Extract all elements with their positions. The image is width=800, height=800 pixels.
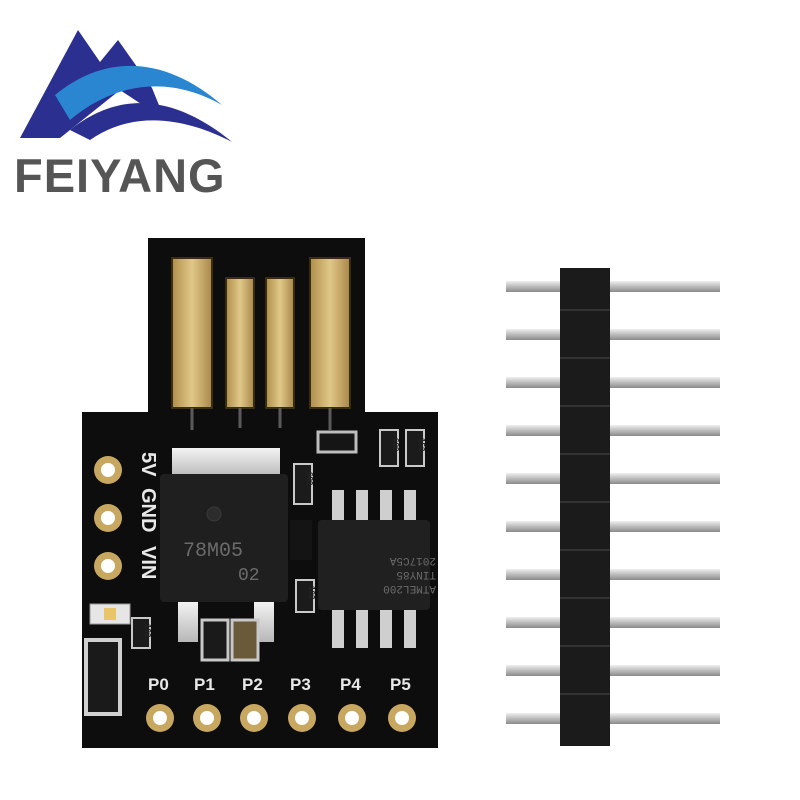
- digispark-board: 5V GND VIN 78M05 02 680 152 680 102: [82, 238, 438, 748]
- resistor-marking: 680: [391, 438, 400, 452]
- mcu-chip: ATMEL200 TINY85 2017C5A: [318, 490, 436, 648]
- usb-contact: [265, 277, 295, 409]
- pin-header: [506, 268, 720, 746]
- mcu-marking: ATMEL200: [383, 582, 436, 594]
- header-pin: [506, 713, 720, 724]
- brand-name: FEIYANG: [14, 149, 226, 202]
- regulator-tab: [172, 448, 280, 478]
- label-p1: P1: [194, 675, 215, 694]
- usb-contacts: [171, 257, 351, 430]
- resistor: [131, 617, 151, 649]
- header-pin: [506, 665, 720, 676]
- label-p3: P3: [290, 675, 311, 694]
- header-seams: [560, 309, 610, 695]
- usb-contact: [225, 277, 255, 409]
- resistor: [293, 463, 313, 505]
- label-vin: VIN: [137, 546, 159, 579]
- label-p4: P4: [340, 675, 361, 694]
- label-p0: P0: [148, 675, 169, 694]
- mcu-legs-top: [332, 490, 416, 522]
- usb-contact: [309, 257, 351, 409]
- header-pin: [506, 425, 720, 436]
- resistor: [295, 579, 315, 613]
- brand-logo: FEIYANG: [14, 30, 232, 202]
- header-pins: [506, 281, 720, 724]
- label-p5: P5: [390, 675, 411, 694]
- capacitor: [290, 520, 312, 560]
- label-5v: 5V: [137, 452, 159, 477]
- resistor: [405, 429, 425, 467]
- power-pin-holes: [94, 456, 122, 580]
- mcu-marking: 2017C5A: [389, 554, 436, 566]
- header-plastic-body: [560, 268, 610, 746]
- regulator-marking: 78M05: [183, 540, 243, 563]
- resistor-marking: 102: [143, 624, 152, 638]
- label-gnd: GND: [137, 488, 159, 532]
- header-pin: [506, 281, 720, 292]
- gpio-labels: P0 P1 P2 P3 P4 P5: [148, 675, 411, 694]
- resistor: [379, 429, 399, 467]
- mcu-marking: TINY85: [396, 568, 436, 580]
- logo-wave-dark: [70, 103, 232, 142]
- regulator-body: [160, 474, 288, 602]
- mcu-legs-bottom: [332, 608, 416, 648]
- header-pin: [506, 569, 720, 580]
- resistor-marking: 680: [305, 472, 314, 486]
- small-transistor: [84, 638, 122, 716]
- label-p2: P2: [242, 675, 263, 694]
- resistor-marking: 152: [417, 438, 426, 452]
- header-pin: [506, 329, 720, 340]
- usb-contact: [171, 257, 213, 409]
- mcu-body: [318, 520, 430, 610]
- capacitor: [200, 618, 230, 662]
- diode: [316, 430, 358, 454]
- header-pin: [506, 473, 720, 484]
- gpio-holes: [146, 704, 416, 732]
- header-pin: [506, 617, 720, 628]
- logo-wave-light: [55, 65, 222, 120]
- capacitor: [230, 618, 260, 662]
- header-pin: [506, 377, 720, 388]
- regulator-marking: 02: [238, 566, 260, 586]
- resistor-marking: 102: [307, 586, 316, 600]
- header-pin: [506, 521, 720, 532]
- voltage-regulator: 78M05 02: [160, 448, 288, 642]
